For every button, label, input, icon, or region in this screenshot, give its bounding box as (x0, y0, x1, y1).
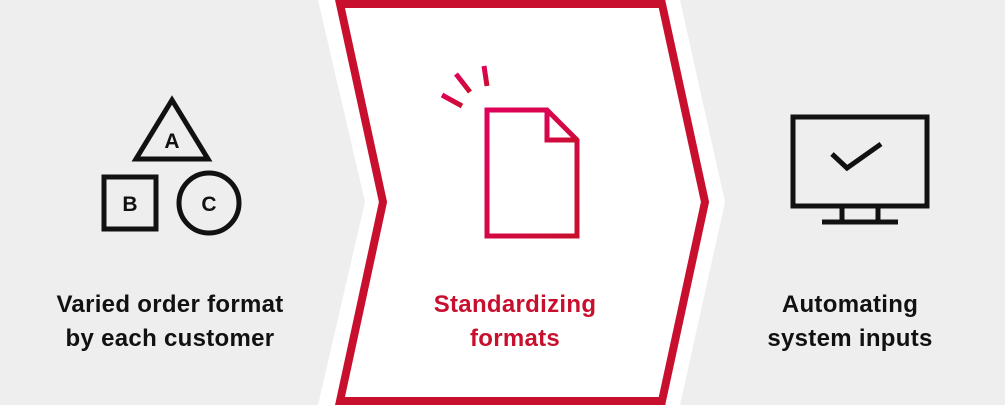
sparkle-line (481, 65, 490, 87)
page-fold (544, 110, 577, 143)
abc-shapes-icon: A B C (101, 95, 242, 236)
step-3-label: Automating system inputs (690, 288, 1005, 356)
letter-b: B (122, 193, 137, 216)
sparkle-line (454, 72, 472, 94)
step-2-label-line-2: formats (469, 325, 561, 352)
step-3-label-line-1: Automating (781, 291, 919, 318)
monitor-screen (790, 114, 930, 209)
sparkle-line (440, 92, 464, 109)
page-outline (484, 107, 580, 239)
step-2-label: Standardizing formats (345, 288, 685, 356)
step-1-panel (0, 0, 365, 405)
step-1-label: Varied order format by each customer (0, 288, 340, 356)
letter-c: C (201, 193, 216, 216)
step-1-label-line-2: by each customer (65, 325, 275, 352)
checkmark (830, 141, 883, 172)
step-3-label-line-2: system inputs (767, 325, 933, 352)
triangle-shape (131, 95, 213, 162)
document-icon (440, 65, 580, 239)
step-2-label-line-1: Standardizing (433, 291, 597, 318)
step-1-label-line-1: Varied order format (56, 291, 284, 318)
square-shape (101, 174, 159, 232)
step-3-panel (680, 0, 1005, 405)
letter-a: A (164, 130, 179, 153)
step-2-panel (335, 0, 710, 405)
monitor-check-icon (790, 114, 930, 225)
circle-shape (176, 170, 242, 236)
